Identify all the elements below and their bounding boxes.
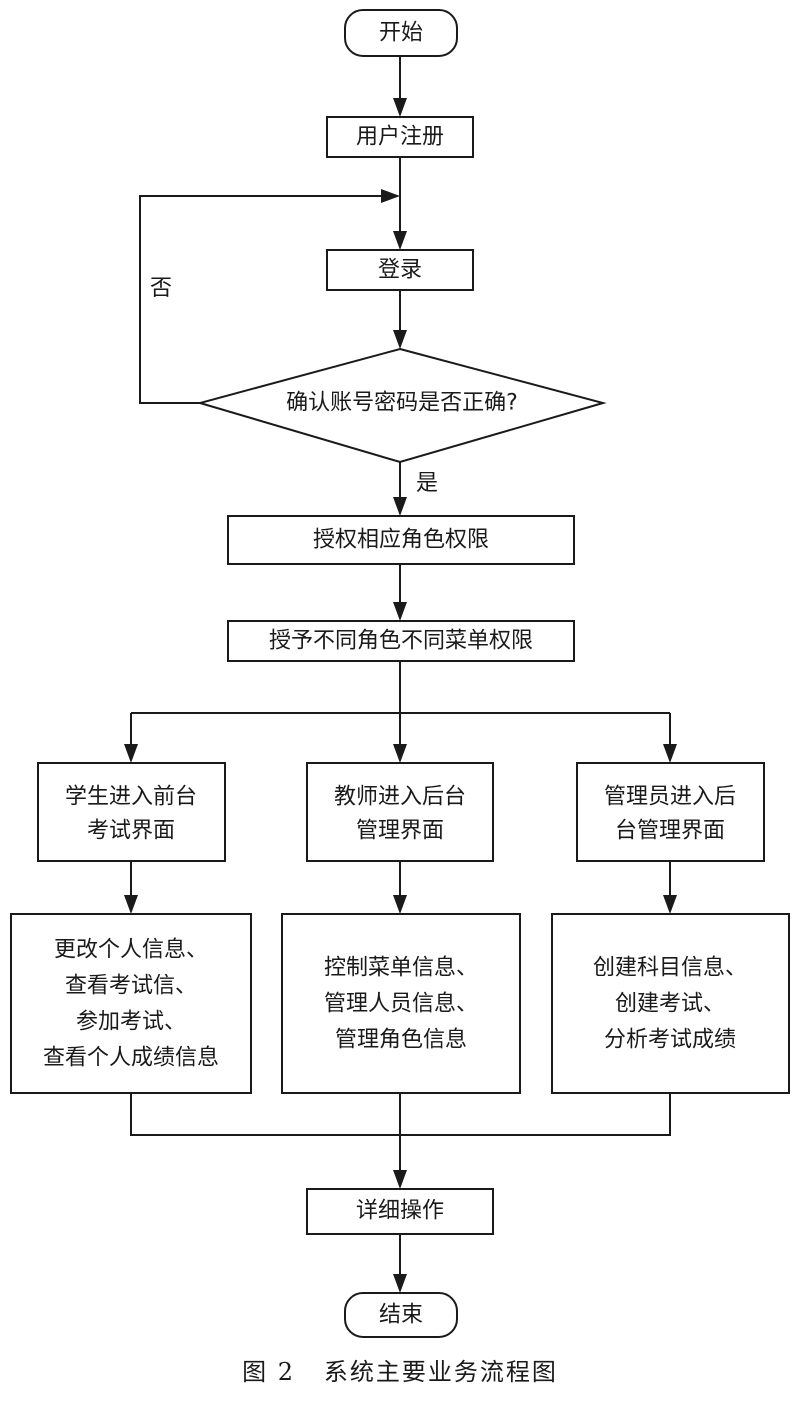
arrowhead-loop-join: [381, 189, 400, 203]
node-login-label: 登录: [378, 258, 422, 283]
arrowheads: [124, 98, 677, 1293]
node-login: 登录: [326, 249, 474, 291]
arrowhead-admin-ops: [663, 895, 677, 914]
terminal-end-shape: [344, 1292, 458, 1338]
admin-entry-line-2: 台管理界面: [615, 819, 725, 844]
process-grant-shape: [227, 620, 575, 662]
teacher-entry-line-1: 教师进入后台: [334, 785, 466, 810]
arrowhead-teacher-ops: [393, 895, 407, 914]
node-student-entry: 学生进入前台 考试界面: [37, 762, 226, 862]
node-check-label: 确认账号密码是否正确?: [286, 391, 518, 416]
student-ops-line-1: 更改个人信息、: [54, 938, 208, 963]
admin-ops-line-2: 创建考试、: [615, 992, 725, 1017]
node-student-ops: 更改个人信息、 查看考试信、 参加考试、 查看个人成绩信息: [10, 913, 252, 1094]
node-start-label: 开始: [379, 21, 423, 46]
node-grant-menu: 授予不同角色不同菜单权限: [227, 620, 575, 662]
node-grant-label: 授予不同角色不同菜单权限: [269, 629, 533, 654]
teacher-ops-line-2: 管理人员信息、: [324, 992, 478, 1017]
process-admin-entry-shape: [576, 762, 765, 862]
arrowhead-student-entry: [124, 744, 138, 763]
student-entry-line-1: 学生进入前台: [65, 785, 197, 810]
process-login-shape: [326, 249, 474, 291]
teacher-ops-line-3: 管理角色信息: [335, 1028, 467, 1053]
admin-entry-line-1: 管理员进入后: [604, 785, 736, 810]
admin-ops-line-3: 分析考试成绩: [604, 1028, 736, 1053]
node-check: 确认账号密码是否正确?: [196, 347, 607, 464]
process-register-shape: [326, 116, 474, 158]
node-admin-entry: 管理员进入后 台管理界面: [576, 762, 765, 862]
edge-check-no-loop: [139, 195, 383, 404]
student-ops-line-4: 查看个人成绩信息: [43, 1046, 219, 1071]
arrowhead-grant: [393, 602, 407, 621]
arrowhead-login: [393, 231, 407, 250]
node-authorize-label: 授权相应角色权限: [313, 528, 489, 553]
node-admin-ops: 创建科目信息、 创建考试、 分析考试成绩: [551, 913, 790, 1094]
arrowhead-student-ops: [124, 895, 138, 914]
teacher-entry-line-2: 管理界面: [356, 819, 444, 844]
arrowhead-authorize: [393, 497, 407, 516]
arrowhead-register: [393, 98, 407, 117]
process-student-entry-shape: [37, 762, 226, 862]
student-entry-line-2: 考试界面: [87, 819, 175, 844]
arrowhead-detail: [393, 1170, 407, 1189]
node-detail-label: 详细操作: [356, 1199, 444, 1224]
node-teacher-ops: 控制菜单信息、 管理人员信息、 管理角色信息: [281, 913, 521, 1094]
connectors: [130, 56, 671, 1276]
process-authorize-shape: [227, 515, 575, 565]
terminal-start-shape: [344, 9, 458, 57]
process-admin-ops-shape: [551, 913, 790, 1094]
figure-caption: 图 2 系统主要业务流程图: [242, 1358, 558, 1386]
decision-check-shape: [196, 347, 607, 464]
node-register-label: 用户注册: [356, 125, 444, 150]
node-teacher-entry: 教师进入后台 管理界面: [306, 762, 494, 862]
node-register: 用户注册: [326, 116, 474, 158]
node-start: 开始: [344, 9, 458, 57]
teacher-ops-line-1: 控制菜单信息、: [324, 956, 478, 981]
process-student-ops-shape: [10, 913, 252, 1094]
node-authorize-role: 授权相应角色权限: [227, 515, 575, 565]
process-teacher-ops-shape: [281, 913, 521, 1094]
arrowhead-check: [393, 330, 407, 349]
admin-ops-line-1: 创建科目信息、: [593, 956, 747, 981]
process-teacher-entry-shape: [306, 762, 494, 862]
edge-student-merge: [130, 1093, 400, 1136]
edge-admin-merge: [400, 1093, 671, 1136]
node-detail: 详细操作: [306, 1188, 494, 1235]
arrowhead-end: [393, 1274, 407, 1293]
process-detail-shape: [306, 1188, 494, 1235]
node-end-label: 结束: [379, 1303, 423, 1328]
arrowhead-admin-entry: [663, 744, 677, 763]
node-end: 结束: [344, 1292, 458, 1338]
student-ops-line-2: 查看考试信、: [65, 974, 197, 999]
arrowhead-teacher-entry: [393, 744, 407, 763]
edge-label-no: 否: [150, 276, 172, 301]
edge-label-yes: 是: [416, 471, 438, 496]
student-ops-line-3: 参加考试、: [76, 1010, 186, 1035]
